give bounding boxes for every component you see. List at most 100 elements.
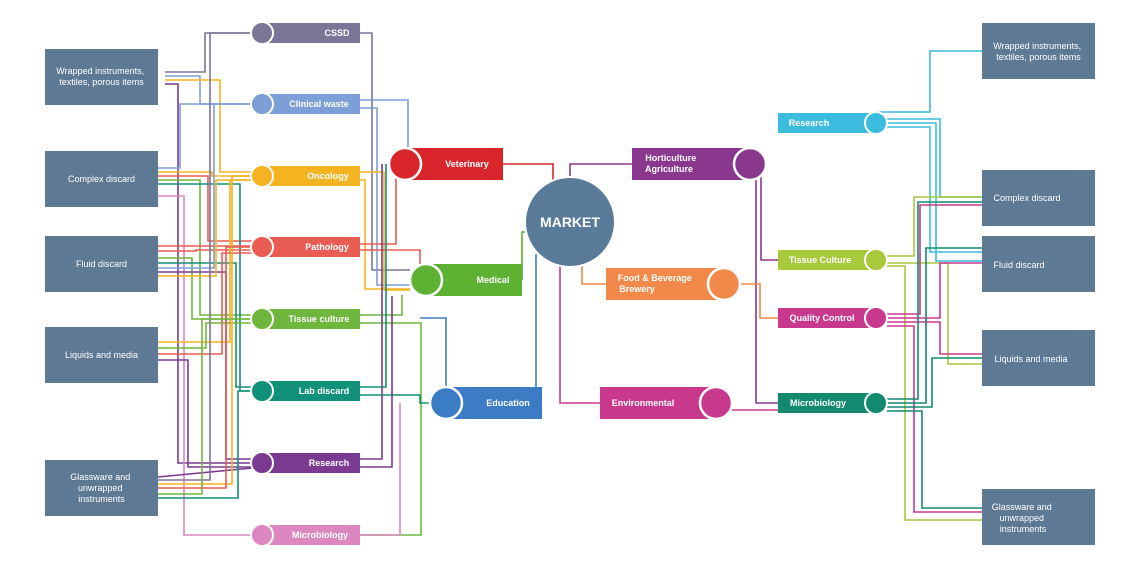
connector-line [740, 283, 778, 319]
left-box-glassware-line2: unwrapped [78, 483, 123, 493]
app-node-tissue-culture-label: Tissue culture [289, 314, 350, 324]
connector-line [158, 246, 262, 489]
connector-line [887, 247, 982, 404]
connector-line [887, 410, 982, 509]
left-box-glassware-line3: instruments [78, 494, 125, 504]
market-label: MARKET [540, 214, 600, 230]
right-box-liquids: Liquids and media [982, 330, 1095, 386]
app-node-research: Research [250, 451, 360, 475]
connector-line [876, 50, 982, 113]
connector-line [360, 322, 422, 536]
connector-line [887, 204, 982, 315]
app-node-cssd-label: CSSD [324, 28, 350, 38]
connector-line [581, 260, 606, 285]
app-node-oncology-label: Oncology [307, 171, 349, 181]
connector-line [158, 262, 262, 388]
connector-line [887, 201, 982, 400]
connector-line [569, 163, 632, 177]
left-box-liquids: Liquids and media [45, 327, 158, 383]
connector-line [360, 296, 393, 468]
right-app-node-microbiology-label: Microbiology [790, 398, 846, 408]
svg-text:Glassware and unwrapped: Glassware and unwrapped instruments [992, 502, 1055, 534]
left-box-complex-label: Complex discard [68, 174, 135, 184]
connector-line [360, 179, 410, 290]
connector-line [887, 126, 982, 253]
connector-line [360, 107, 410, 286]
connector-line [887, 357, 982, 408]
left-box-wrapped-line1: Wrapped instruments, [56, 66, 144, 76]
right-app-node-tissue-culture: Tissue Culture [778, 248, 888, 272]
right-box-glassware-line2: unwrapped [999, 513, 1044, 523]
right-box-complex: Complex discard [982, 170, 1095, 226]
connector-line [158, 179, 262, 316]
connector-line [158, 359, 262, 468]
connector-line [521, 231, 525, 280]
left-box-glassware: Glassware and unwrapped instruments [45, 460, 158, 516]
right-app-node-research: Research [778, 111, 888, 135]
sector-node-food-beverage-line1: Food & Beverage [618, 273, 692, 283]
right-box-complex-label: Complex discard [993, 193, 1060, 203]
sector-node-medical: Medical [408, 262, 522, 298]
connector-line [360, 171, 410, 291]
connector-line [887, 118, 982, 198]
connector-line [360, 403, 401, 536]
right-app-node-quality-control: Quality Control [778, 306, 888, 330]
connector-line [158, 179, 262, 343]
connector-line [360, 164, 387, 388]
app-node-microbiology-label: Microbiology [292, 530, 348, 540]
market-node: MARKET [524, 176, 616, 268]
right-box-glassware-line1: Glassware and [992, 502, 1052, 512]
right-app-node-tissue-culture-label: Tissue Culture [789, 255, 851, 265]
right-box-glassware-line3: instruments [1000, 524, 1047, 534]
connector-line [158, 32, 262, 481]
sector-node-veterinary-label: Veterinary [445, 159, 489, 169]
connector-line [887, 262, 982, 319]
svg-text:Food & Beverage Brewery: Food & Beverage Brewery [618, 273, 695, 294]
connector-line [165, 83, 262, 464]
connector-line [887, 122, 982, 262]
connector-line [360, 164, 397, 245]
connector-line [165, 32, 262, 73]
sector-node-environmental: Environmental [600, 385, 734, 421]
svg-text:Wrapped instruments, tex: Wrapped instruments, textiles, porous it… [56, 66, 146, 87]
app-node-cssd: CSSD [250, 21, 360, 45]
sector-node-education: Education [428, 385, 542, 421]
left-box-fluid: Fluid discard [45, 236, 158, 292]
connector-line [360, 99, 409, 148]
connector-line [360, 295, 403, 316]
app-node-clinical-waste: Clinical waste [250, 92, 360, 116]
right-app-node-quality-control-label: Quality Control [790, 313, 855, 323]
svg-text:Wrapped instruments, tex: Wrapped instruments, textiles, porous it… [993, 41, 1083, 62]
connector-line [158, 318, 262, 495]
right-box-glassware: Glassware and unwrapped instruments [982, 489, 1095, 545]
left-box-glassware-line1: Glassware and [70, 472, 130, 482]
sector-node-environmental-label: Environmental [612, 398, 675, 408]
app-node-research-label: Research [309, 458, 350, 468]
sector-node-medical-label: Medical [476, 275, 509, 285]
left-box-complex: Complex discard [45, 151, 158, 207]
connector-line [158, 175, 262, 242]
connector-line [158, 103, 262, 269]
connector-line [158, 195, 262, 536]
connector-line [158, 322, 262, 349]
app-node-clinical-waste-label: Clinical waste [289, 99, 349, 109]
connector-line [165, 79, 262, 173]
connector-line [360, 32, 410, 271]
app-node-lab-discard-label: Lab discard [299, 386, 350, 396]
right-box-wrapped: Wrapped instruments, textiles, porous it… [982, 23, 1095, 79]
right-box-wrapped-line2: textiles, porous items [996, 52, 1081, 62]
svg-text:Glassware and unwrapped: Glassware and unwrapped instruments [70, 472, 133, 504]
connector-line [559, 264, 600, 404]
right-box-wrapped-line1: Wrapped instruments, [993, 41, 1081, 51]
right-app-node-research-label: Research [789, 118, 830, 128]
left-box-liquids-label: Liquids and media [65, 350, 138, 360]
app-node-tissue-culture: Tissue culture [250, 307, 360, 331]
left-box-wrapped: Wrapped instruments, textiles, porous it… [45, 49, 158, 105]
connector-line [360, 249, 421, 264]
connector-line [158, 252, 262, 355]
sector-node-food-beverage-line2: Brewery [619, 284, 655, 294]
right-box-fluid: Fluid discard [982, 236, 1095, 292]
sector-node-veterinary: Veterinary [387, 146, 503, 182]
connector-line [887, 325, 982, 513]
